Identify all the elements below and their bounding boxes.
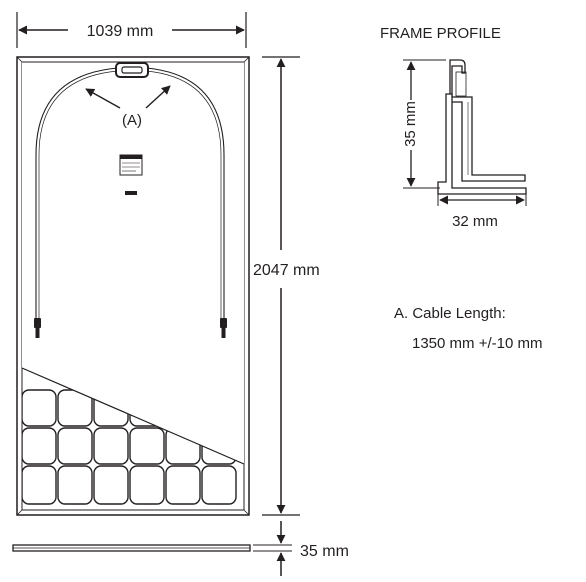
frame-height-label: 35 mm: [402, 101, 419, 147]
thickness-label: 35 mm: [300, 543, 349, 560]
cable-callout: (A): [85, 85, 171, 129]
connector-right: [220, 318, 227, 338]
cable-length-note-title: A. Cable Length:: [394, 305, 506, 322]
frame-height-dimension: 35 mm: [402, 59, 446, 189]
panel-side-view: [12, 544, 251, 552]
barcode-sticker: [125, 191, 137, 195]
backsheet-cutaway: [22, 62, 244, 464]
width-label: 1039 mm: [87, 23, 154, 40]
frame-width-label: 32 mm: [452, 213, 498, 230]
connector-left: [34, 318, 41, 338]
thickness-dimension: 35 mm: [253, 521, 349, 576]
height-label: 2047 mm: [253, 262, 320, 279]
frame-profile-drawing: [437, 59, 527, 195]
cable-length-note-value: 1350 mm +/-10 mm: [412, 335, 542, 352]
junction-box: [115, 62, 149, 78]
cable-callout-label: (A): [122, 112, 142, 129]
frame-profile-title: FRAME PROFILE: [380, 25, 501, 42]
panel-rear-view: (A): [16, 56, 250, 516]
frame-width-dimension: 32 mm: [437, 192, 527, 230]
cable-arch: [35, 67, 119, 320]
width-dimension: 1039 mm: [16, 12, 247, 48]
height-dimension: 2047 mm: [253, 56, 320, 516]
panel-frame: [16, 56, 250, 516]
panel-label: [119, 154, 143, 176]
